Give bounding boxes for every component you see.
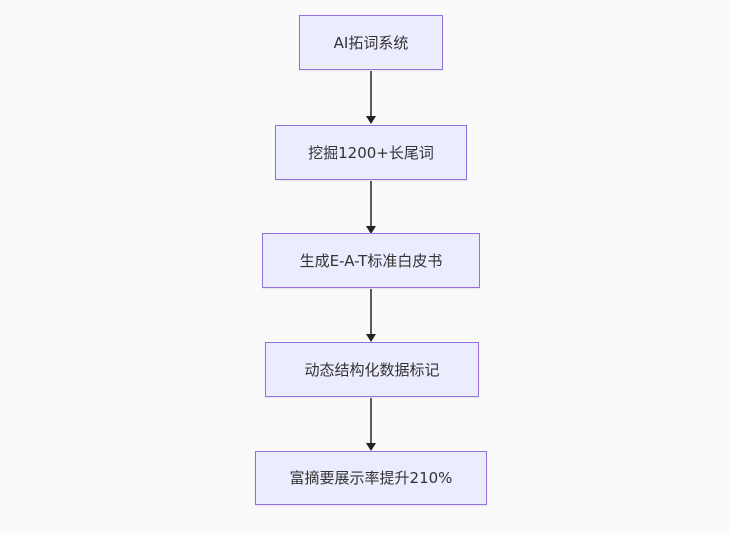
- edge-line-2: [370, 181, 372, 227]
- arrowhead-icon: [366, 334, 376, 342]
- arrowhead-icon: [366, 116, 376, 124]
- edge-line-1: [370, 71, 372, 117]
- flow-node-ai-word-expansion: AI拓词系统: [299, 15, 443, 70]
- node-label: 富摘要展示率提升210%: [289, 469, 453, 487]
- arrowhead-icon: [366, 443, 376, 451]
- node-label: 动态结构化数据标记: [304, 360, 440, 379]
- node-label: 生成E-A-T标准白皮书: [299, 251, 443, 270]
- flow-node-rich-snippet-result: 富摘要展示率提升210%: [255, 451, 487, 505]
- flow-node-eat-whitepaper: 生成E-A-T标准白皮书: [262, 233, 480, 288]
- node-label: AI拓词系统: [333, 33, 409, 52]
- node-label: 挖掘1200+长尾词: [308, 143, 434, 162]
- flow-node-structured-data-markup: 动态结构化数据标记: [265, 342, 479, 397]
- edge-line-4: [370, 398, 372, 444]
- arrowhead-icon: [366, 226, 376, 234]
- flow-node-longtail-mining: 挖掘1200+长尾词: [275, 125, 467, 180]
- edge-line-3: [370, 289, 372, 335]
